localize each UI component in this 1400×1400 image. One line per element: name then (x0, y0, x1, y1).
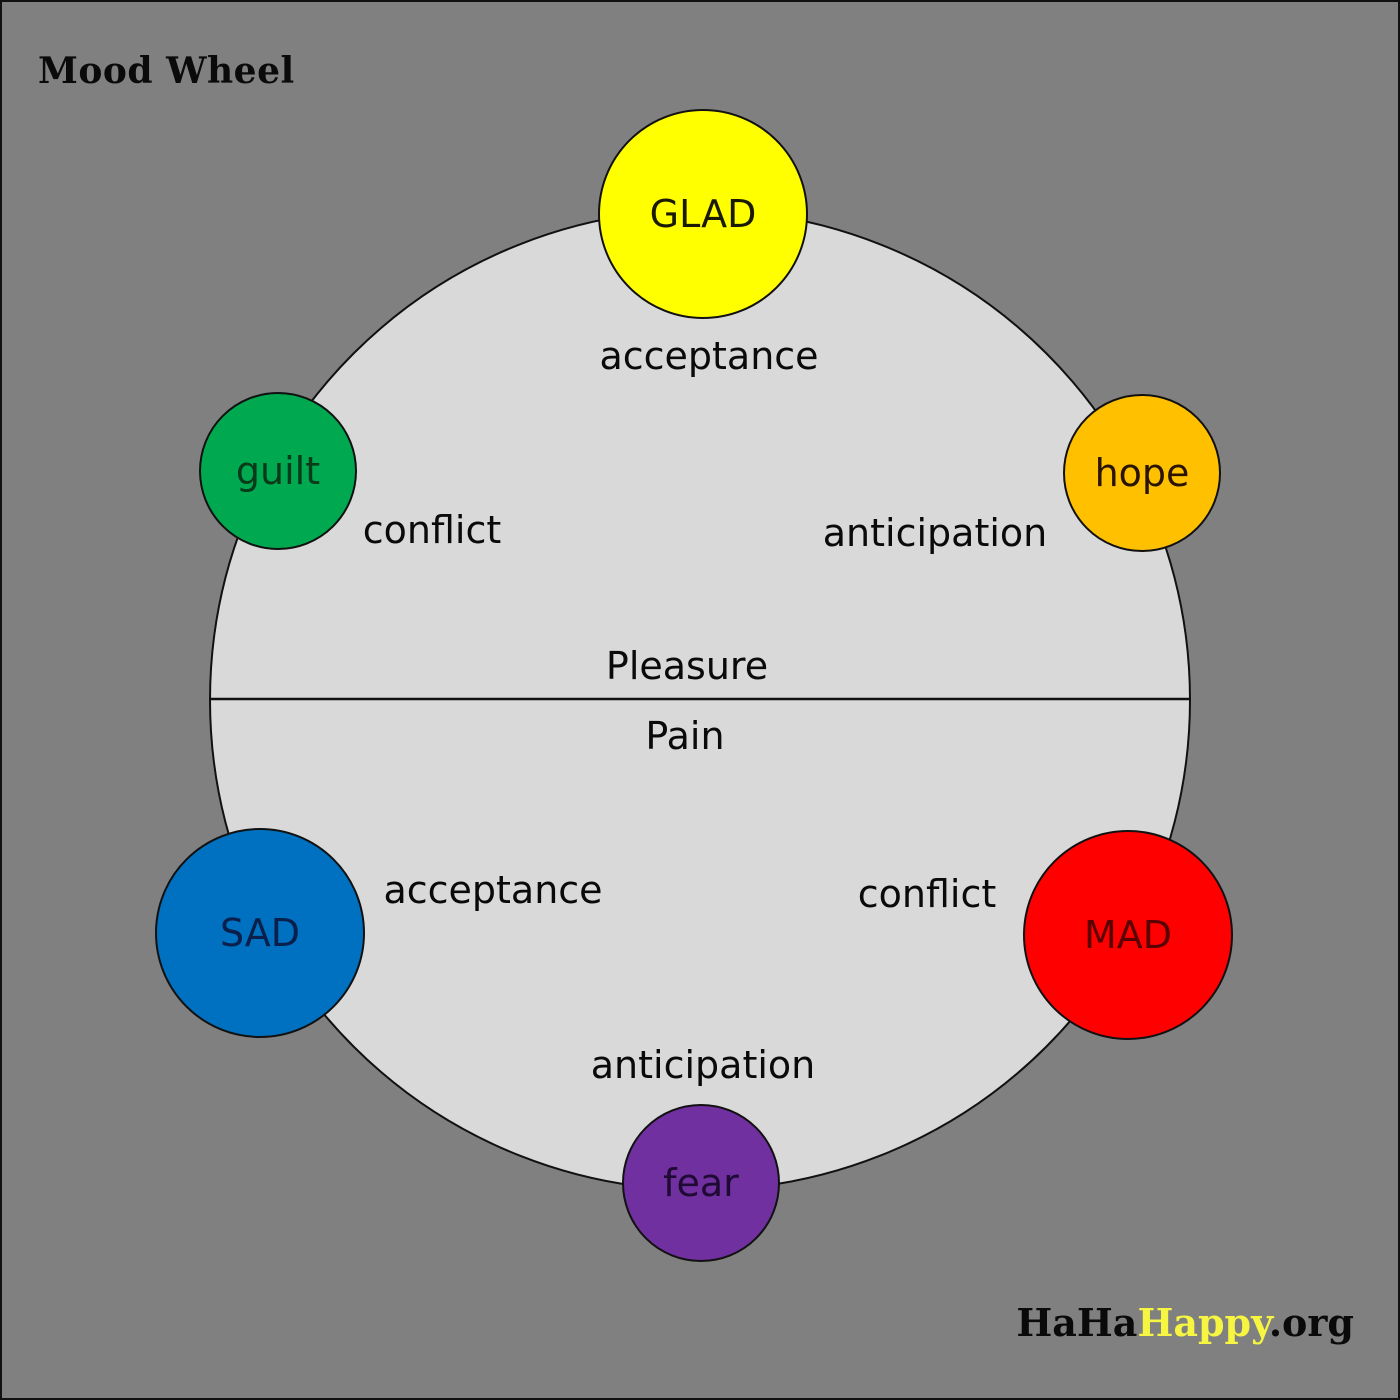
site-part-1: HaHa (1016, 1300, 1138, 1345)
link-label-fear-anticipation: anticipation (590, 1043, 816, 1087)
site-watermark: HaHaHappy.org (1016, 1300, 1354, 1345)
mood-node-label: GLAD (649, 192, 757, 236)
mood-node-hope: hope (1063, 394, 1221, 552)
link-label-glad-acceptance: acceptance (599, 334, 819, 378)
link-label-sad-acceptance: acceptance (383, 868, 603, 912)
mood-node-label: guilt (235, 449, 321, 493)
mood-node-guilt: guilt (199, 392, 357, 550)
mood-node-sad: SAD (155, 828, 365, 1038)
mood-node-label: hope (1094, 451, 1190, 495)
mood-node-glad: GLAD (598, 109, 808, 319)
link-label-guilt-conflict: conflict (362, 508, 502, 552)
mood-node-label: SAD (219, 911, 301, 955)
mood-node-label: fear (663, 1161, 739, 1205)
link-label-mad-conflict: conflict (857, 872, 997, 916)
link-label-hope-anticipation: anticipation (822, 511, 1048, 555)
half-label-pleasure: Pleasure (605, 644, 769, 688)
site-part-3: .org (1268, 1300, 1354, 1345)
mood-node-fear: fear (622, 1104, 780, 1262)
half-label-pain: Pain (645, 714, 725, 758)
diagram-title: Mood Wheel (38, 50, 295, 92)
mood-node-label: MAD (1083, 913, 1173, 957)
site-part-2: Happy (1137, 1300, 1269, 1345)
mood-node-mad: MAD (1023, 830, 1233, 1040)
